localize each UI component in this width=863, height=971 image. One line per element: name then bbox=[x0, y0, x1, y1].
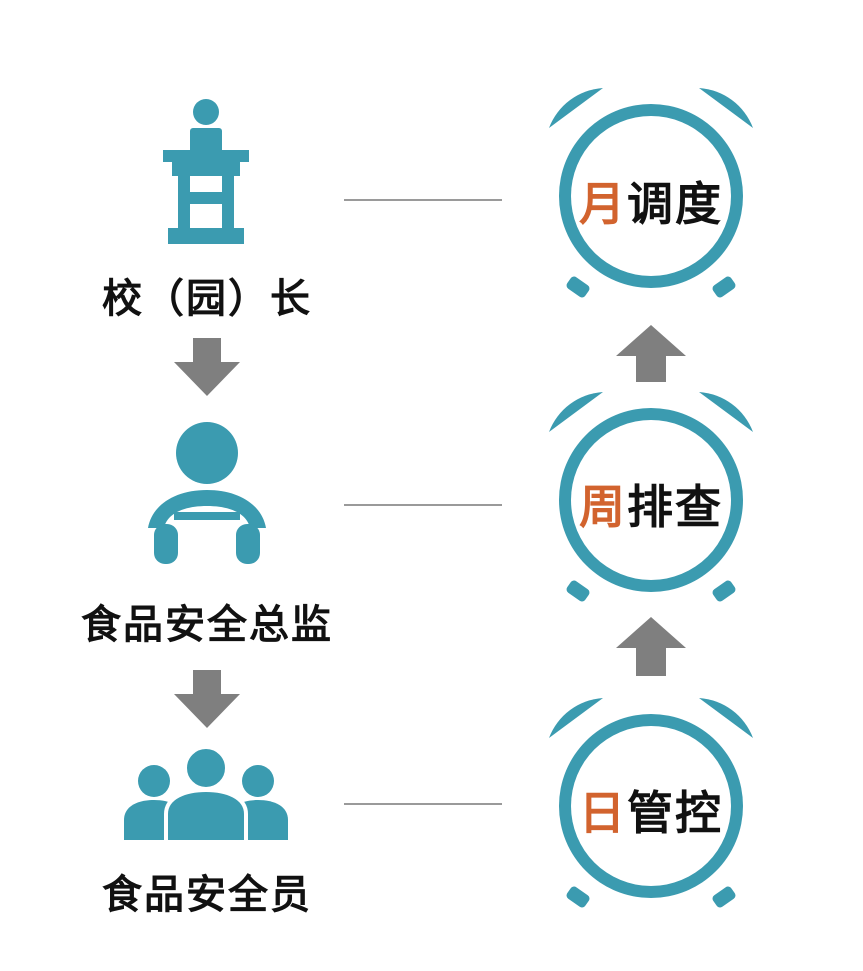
role-label-food-safety-director: 食品安全总监 bbox=[81, 601, 333, 648]
clock-label-weekly: 周排查 bbox=[541, 471, 761, 537]
role-label-principal: 校（园）长 bbox=[102, 275, 312, 322]
clock-label-highlight: 周 bbox=[579, 480, 627, 534]
person-with-document-icon bbox=[148, 422, 266, 564]
group-of-people-icon bbox=[124, 745, 288, 844]
clock-label-daily: 日管控 bbox=[541, 777, 761, 843]
alarm-clock-icon bbox=[549, 392, 753, 602]
up-arrow-icon bbox=[616, 325, 686, 382]
clock-label-rest: 管控 bbox=[627, 786, 723, 840]
alarm-clock-icon bbox=[549, 698, 753, 908]
clock-label-rest: 调度 bbox=[627, 177, 723, 231]
clock-label-highlight: 日 bbox=[579, 786, 627, 840]
up-arrow-icon bbox=[616, 617, 686, 676]
role-label-food-safety-officer: 食品安全员 bbox=[102, 871, 312, 918]
alarm-clock-icon bbox=[549, 88, 753, 298]
clock-label-highlight: 月 bbox=[579, 177, 627, 231]
podium-speaker-icon bbox=[163, 99, 249, 244]
down-arrow-icon bbox=[174, 338, 240, 396]
clock-label-monthly: 月调度 bbox=[541, 168, 761, 234]
down-arrow-icon bbox=[174, 670, 240, 728]
clock-label-rest: 排查 bbox=[627, 480, 723, 534]
